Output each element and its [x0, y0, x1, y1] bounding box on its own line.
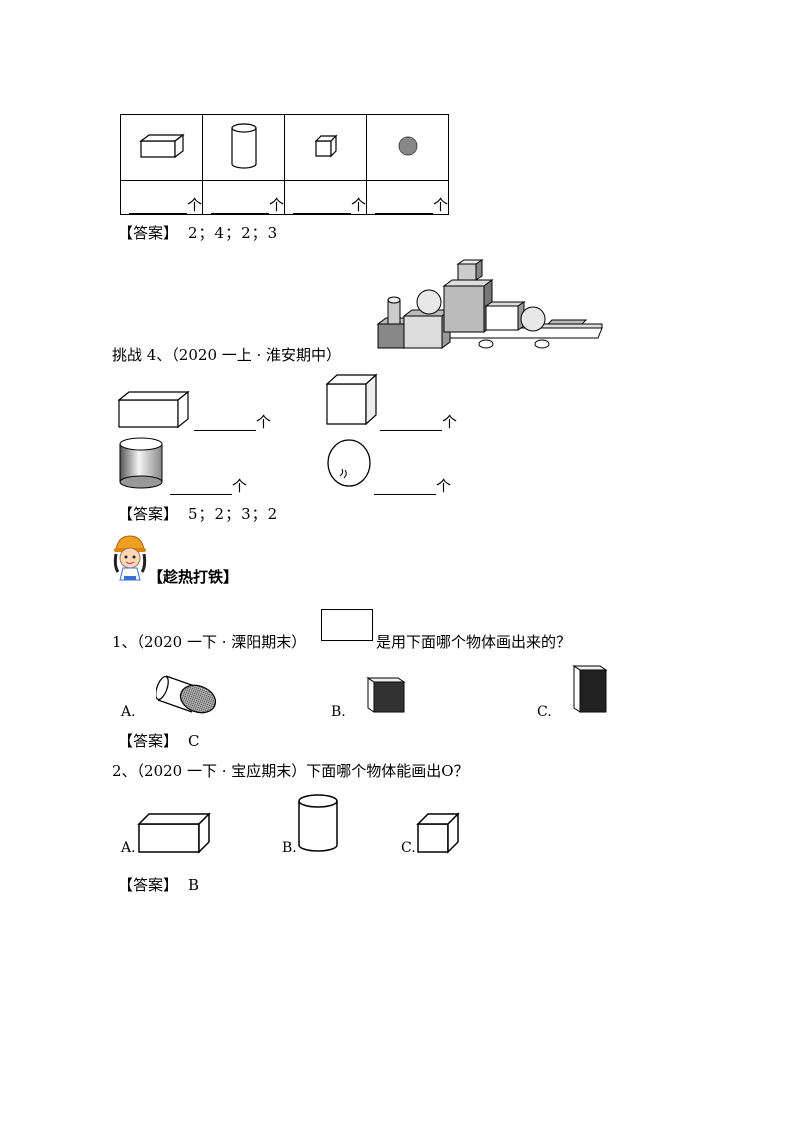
blank-cell-2[interactable]: 个: [202, 180, 285, 215]
dark-cube-icon[interactable]: [366, 672, 408, 714]
table-cell-cube: [284, 114, 367, 181]
sphere-icon: [398, 136, 417, 155]
sphere-icon: [327, 439, 371, 487]
blank-cell-1[interactable]: 个: [120, 180, 203, 215]
student-mascot-icon: [113, 535, 147, 581]
cylinder-icon: [230, 122, 257, 169]
dark-cuboid-icon[interactable]: [572, 662, 608, 714]
challenge-blank-1[interactable]: 个: [194, 413, 271, 431]
lying-cylinder-icon[interactable]: [156, 672, 220, 716]
table-cell-cuboid: [120, 114, 203, 181]
q1-text: 是用下面哪个物体画出来的？: [376, 633, 572, 651]
blank-cell-4[interactable]: 个: [366, 180, 449, 215]
q1-option-b-label[interactable]: B.: [331, 704, 346, 720]
cuboid-icon: [118, 390, 190, 428]
q2-option-a-label[interactable]: A.: [121, 840, 136, 856]
q2-option-c-label[interactable]: C.: [401, 840, 416, 856]
q2-text: 2、（2020 一下 · 宝应期末）下面哪个物体能画出O？: [112, 762, 469, 780]
shape-count-table: 个 个 个 个: [120, 114, 449, 215]
challenge-blank-4[interactable]: 个: [374, 477, 451, 495]
cylinder-icon[interactable]: [296, 793, 340, 853]
blank-cell-3[interactable]: 个: [284, 180, 367, 215]
cylinder-icon: [119, 437, 163, 489]
cube-icon[interactable]: [416, 812, 460, 854]
cube-icon: [326, 373, 378, 425]
cuboid-icon[interactable]: [137, 812, 211, 854]
answer-4: 【答案】B: [118, 876, 201, 894]
cube-icon: [314, 134, 337, 157]
challenge-4-title: 挑战 4、（2020 一上 · 淮安期中）: [112, 346, 342, 364]
stacked-shapes-illustration: [376, 259, 603, 349]
cuboid-icon: [138, 133, 185, 158]
challenge-blank-2[interactable]: 个: [380, 413, 457, 431]
q2-option-b-label[interactable]: B.: [282, 840, 297, 856]
table-cell-sphere: [366, 114, 449, 181]
answer-3: 【答案】C: [118, 732, 201, 750]
table-cell-cylinder: [202, 114, 285, 181]
q1-option-c-label[interactable]: C.: [537, 704, 552, 720]
q1-prefix: 1、（2020 一下 · 溧阳期末）: [112, 633, 307, 651]
q1-option-a-label[interactable]: A.: [121, 704, 136, 720]
section-title: 【趁热打铁】: [148, 568, 239, 586]
challenge-blank-3[interactable]: 个: [170, 477, 247, 495]
answer-2: 【答案】5；2；3；2: [118, 505, 279, 523]
answer-1: 【答案】2；4；2；3: [118, 224, 279, 242]
rectangle-figure: [321, 609, 373, 641]
